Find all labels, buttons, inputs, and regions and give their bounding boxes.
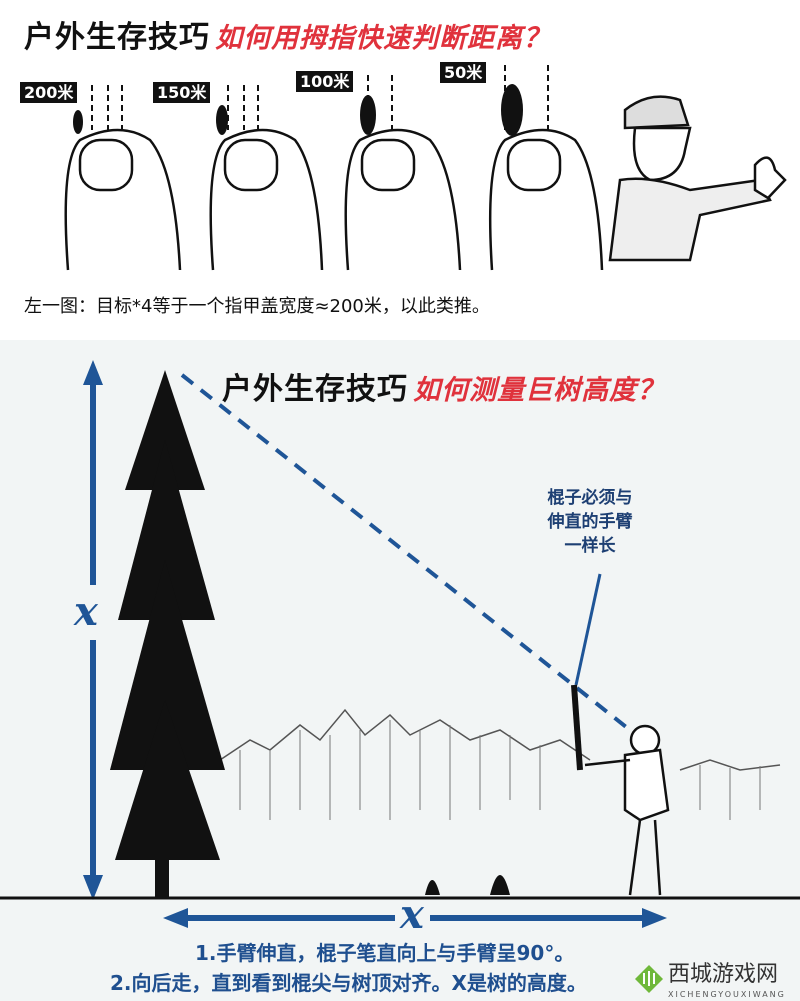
watermark-sub: XICHENGYOUXIWANG xyxy=(668,990,786,999)
soldier-sketch xyxy=(608,95,787,262)
thumb-distance-panel: 户外生存技巧 如何用拇指快速判断距离？ 200米 150米 100米 50米 xyxy=(0,0,800,340)
thumbs xyxy=(64,128,604,271)
tree-height-panel: 户外生存技巧 如何测量巨树高度？ xyxy=(0,340,800,1001)
horizontal-x-label: x xyxy=(400,891,424,938)
stick-note: 棍子必须与 伸直的手臂 一样长 xyxy=(530,486,650,558)
stick-note-line: 伸直的手臂 xyxy=(547,512,633,532)
stick-note-line: 棍子必须与 xyxy=(547,488,633,508)
top-title-black: 户外生存技巧 xyxy=(24,20,210,55)
pine-tree xyxy=(110,370,225,898)
stick-note-line: 一样长 xyxy=(564,536,616,556)
distance-label-200: 200米 xyxy=(20,82,78,103)
bottom-title-red: 如何测量巨树高度？ xyxy=(413,375,666,406)
horizontal-x-arrow xyxy=(163,908,667,928)
watermark: 西城游戏网 XICHENGYOUXIWANG xyxy=(634,960,800,1001)
step-2: 2.向后走，直到看到棍尖与树顶对齐。X是树的高度。 xyxy=(110,971,587,995)
vertical-x-label: x xyxy=(74,588,98,635)
top-title: 户外生存技巧 如何用拇指快速判断距离？ xyxy=(24,12,551,56)
tree-measurement-illustration xyxy=(0,360,800,928)
bottom-title: 户外生存技巧 如何测量巨树高度？ xyxy=(222,364,665,408)
top-title-red: 如何用拇指快速判断距离？ xyxy=(215,23,552,54)
bottom-title-black: 户外生存技巧 xyxy=(222,372,408,407)
man-with-stick xyxy=(571,684,670,896)
mountain-hatching xyxy=(239,720,761,820)
thumb-illustrations xyxy=(64,65,787,271)
target-silhouettes xyxy=(73,84,523,136)
line-of-sight xyxy=(180,373,642,740)
ground-bushes xyxy=(425,875,510,895)
mountain-outline xyxy=(219,708,781,771)
vertical-x-arrow xyxy=(83,360,103,900)
distance-label-150: 150米 xyxy=(153,82,211,103)
distance-label-50: 50米 xyxy=(440,62,487,83)
watermark-name: 西城游戏网 xyxy=(668,962,779,987)
watermark-logo-icon xyxy=(635,965,663,993)
thumb-caption: 左一图：目标*4等于一个指甲盖宽度≈200米，以此类推。 xyxy=(24,296,490,317)
note-pointer xyxy=(574,573,602,686)
step-1: 1.手臂伸直，棍子笔直向上与手臂呈90°。 xyxy=(195,941,575,965)
distance-label-100: 100米 xyxy=(296,71,354,92)
